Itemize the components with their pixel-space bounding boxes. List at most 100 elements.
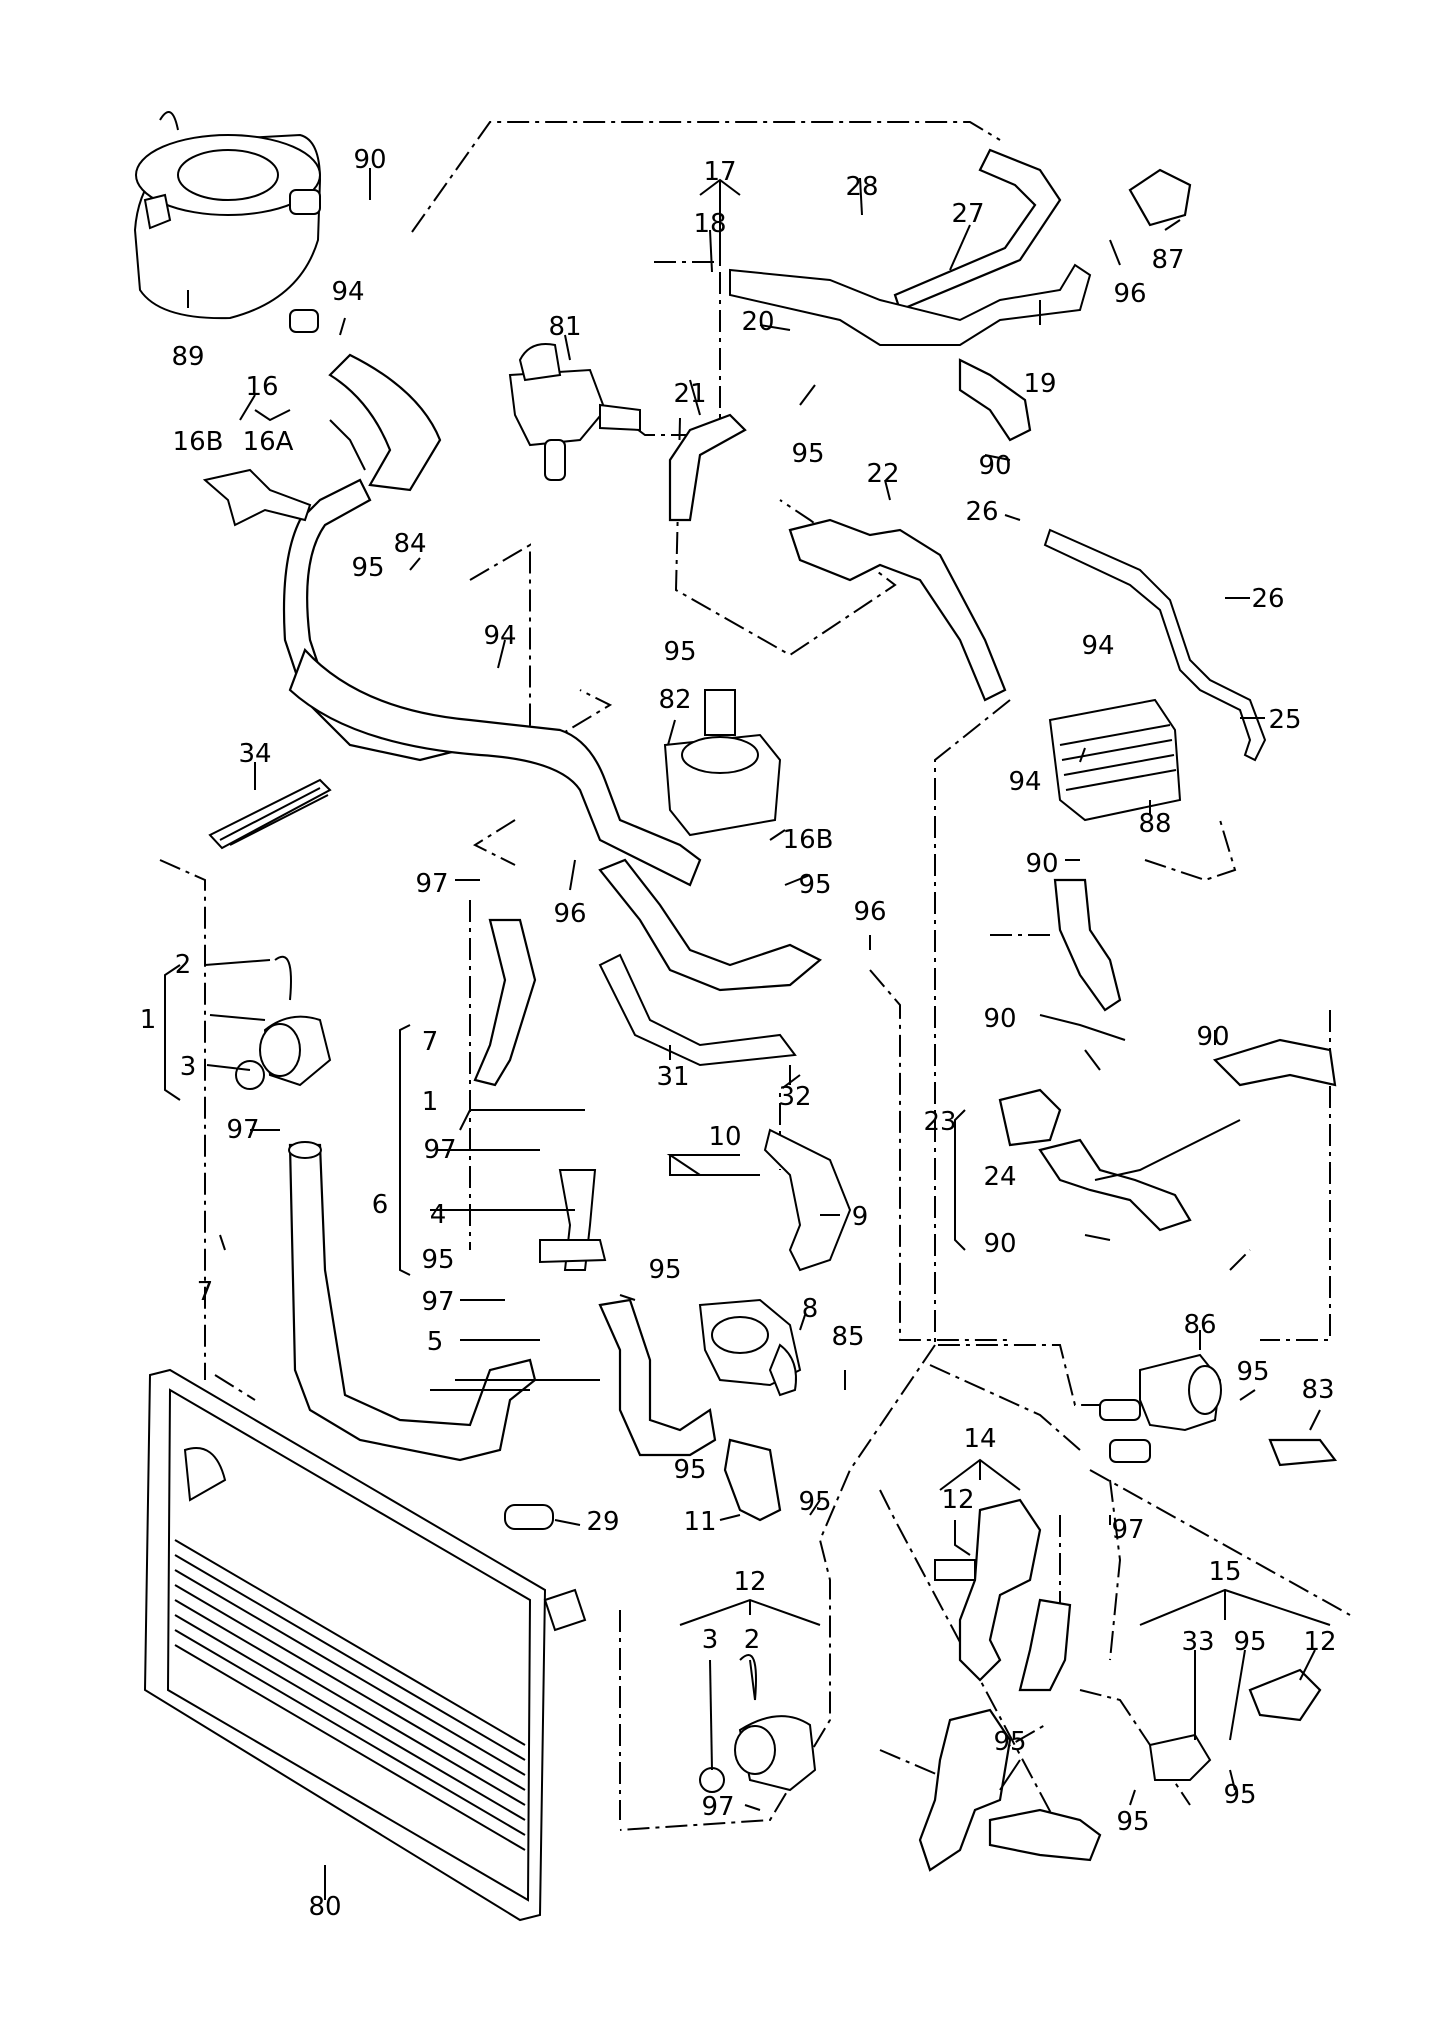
coolant-expansion-tank (133, 111, 322, 333)
hose-31 (598, 858, 822, 1067)
callout-label-c95i: 95 (798, 1487, 831, 1517)
callout-label-c15: 15 (1208, 1557, 1241, 1587)
hose-21-22 (668, 358, 1032, 702)
callout-label-c80: 80 (308, 1892, 341, 1922)
callout-label-c22: 22 (866, 459, 899, 489)
callout-label-c19: 19 (1023, 369, 1056, 399)
leader-lines (164, 168, 1331, 1900)
callout-label-c94d: 94 (1008, 767, 1041, 797)
callout-label-c95e: 95 (421, 1245, 454, 1275)
callout-label-c95d: 95 (798, 870, 831, 900)
callout-label-c7b: 7 (197, 1277, 214, 1307)
callout-label-c24: 24 (983, 1162, 1016, 1192)
callout-label-c81: 81 (548, 312, 581, 342)
hose-16-upper (282, 353, 702, 887)
callout-label-c96c: 96 (853, 897, 886, 927)
callout-label-c90f: 90 (983, 1229, 1016, 1259)
callout-label-c97d: 97 (421, 1287, 454, 1317)
hose-83 (1268, 1438, 1338, 1467)
connector-12-bottom (699, 1654, 817, 1793)
hose-27-pipe (729, 148, 1192, 346)
callout-label-c96b: 96 (553, 899, 586, 929)
callout-label-c95h: 95 (673, 1455, 706, 1485)
callout-label-c95f: 95 (648, 1255, 681, 1285)
callout-label-c94c: 94 (1081, 631, 1114, 661)
callout-label-c26b: 26 (1251, 584, 1284, 614)
tee-4-pipe (539, 1169, 607, 1271)
callout-label-c16B2: 16B (783, 825, 834, 855)
callout-label-c32: 32 (778, 1082, 811, 1112)
callout-label-c90d: 90 (983, 1004, 1016, 1034)
callout-label-c90a: 90 (353, 145, 386, 175)
callout-label-c18: 18 (693, 209, 726, 239)
callout-label-c4: 4 (430, 1200, 447, 1230)
callout-label-c97a: 97 (415, 869, 448, 899)
callout-label-c20: 20 (741, 307, 774, 337)
callout-label-c95k: 95 (993, 1727, 1026, 1757)
connector-1-top (235, 955, 332, 1090)
callout-label-c33: 33 (1181, 1627, 1214, 1657)
callout-label-c97f: 97 (701, 1792, 734, 1822)
callout-label-c28: 28 (845, 172, 878, 202)
clip-34 (208, 778, 332, 850)
pipe-25 (1043, 528, 1267, 762)
radiator-80 (143, 1368, 587, 1922)
oil-cooler-88 (1048, 698, 1182, 822)
callout-label-c27: 27 (951, 199, 984, 229)
callout-label-c95g: 95 (1236, 1357, 1269, 1387)
pump-8 (698, 1298, 802, 1397)
hose-15-lower (918, 1668, 1322, 1872)
callout-label-c95m: 95 (1116, 1807, 1149, 1837)
callout-label-c83: 83 (1301, 1375, 1334, 1405)
callout-label-c29: 29 (586, 1507, 619, 1537)
callout-label-c34: 34 (238, 739, 271, 769)
callout-label-c95j: 95 (1233, 1627, 1266, 1657)
boundary-lines (159, 121, 1351, 1831)
clamp-29 (504, 1504, 554, 1530)
hose-11 (723, 1438, 782, 1522)
callout-label-c94a: 94 (331, 277, 364, 307)
callout-label-c3b: 3 (702, 1625, 719, 1655)
callout-label-c10: 10 (708, 1122, 741, 1152)
callout-label-c1b: 1 (422, 1087, 439, 1117)
valve-81 (508, 343, 641, 481)
callout-label-c90e: 90 (1196, 1022, 1229, 1052)
callout-label-c90b: 90 (978, 451, 1011, 481)
callout-label-c23: 23 (923, 1107, 956, 1137)
callout-label-c1a: 1 (140, 1005, 157, 1035)
callout-label-c95b: 95 (351, 553, 384, 583)
callout-label-c12b: 12 (733, 1567, 766, 1597)
callout-label-c85: 85 (831, 1322, 864, 1352)
callout-label-c12a: 12 (941, 1485, 974, 1515)
bracket-16A-16B (202, 468, 312, 527)
callout-label-c3a: 3 (180, 1052, 197, 1082)
callout-label-c16A: 16A (243, 427, 294, 457)
callout-label-c12c: 12 (1303, 1627, 1336, 1657)
callout-label-c84: 84 (393, 529, 426, 559)
callout-label-c89: 89 (171, 342, 204, 372)
callout-label-c97b: 97 (226, 1115, 259, 1145)
callout-label-c96a: 96 (1113, 279, 1146, 309)
callout-label-c2a: 2 (175, 950, 192, 980)
callout-label-c86: 86 (1183, 1310, 1216, 1340)
callout-label-c9: 9 (852, 1202, 869, 1232)
bracket-9 (763, 1128, 852, 1272)
flange-86 (1099, 1353, 1222, 1463)
callout-label-c94b: 94 (483, 621, 516, 651)
callout-label-c5: 5 (427, 1327, 444, 1357)
hose-5-pump (598, 1298, 717, 1457)
callout-label-c11: 11 (683, 1507, 716, 1537)
callout-label-c8: 8 (802, 1294, 819, 1324)
oil-cooler-82 (663, 689, 782, 837)
hose-24-23 (998, 878, 1337, 1232)
callout-label-c2b: 2 (744, 1625, 761, 1655)
callout-label-c17: 17 (703, 157, 736, 187)
callout-label-c21: 21 (673, 379, 706, 409)
callout-label-c14: 14 (963, 1424, 996, 1454)
callout-label-c16B: 16B (173, 427, 224, 457)
callout-label-c26a: 26 (965, 497, 998, 527)
callout-label-c16: 16 (245, 372, 278, 402)
